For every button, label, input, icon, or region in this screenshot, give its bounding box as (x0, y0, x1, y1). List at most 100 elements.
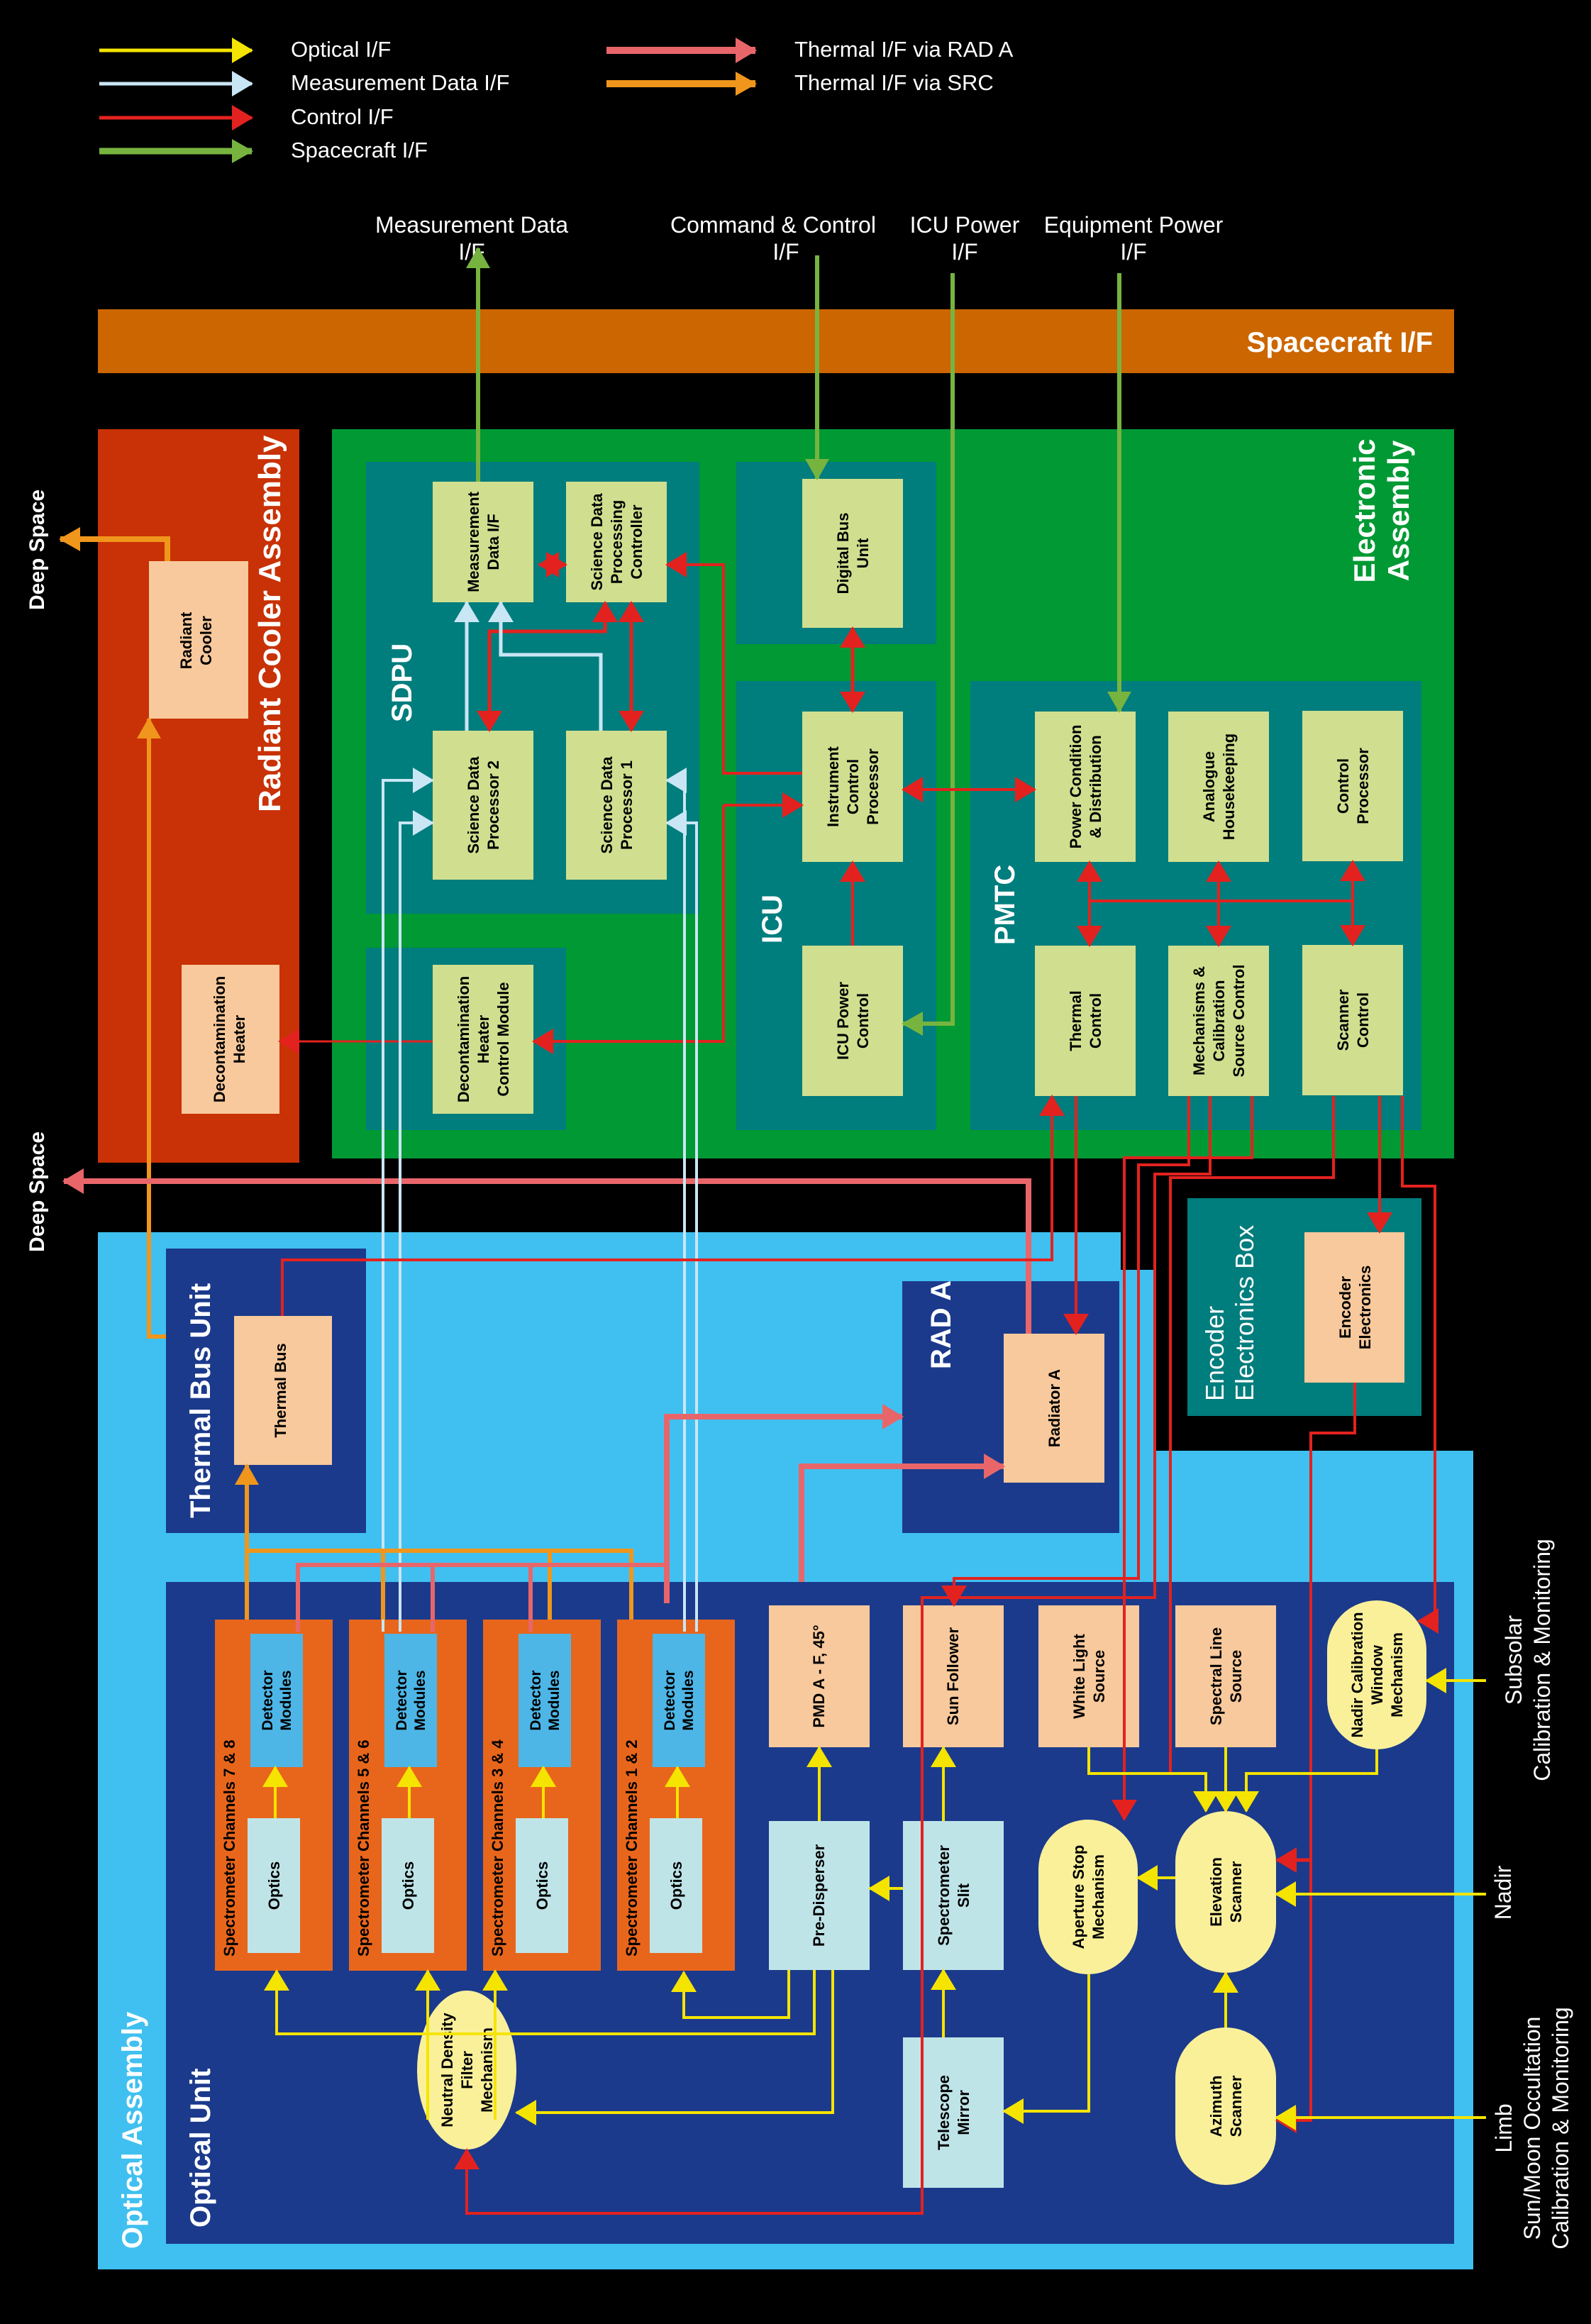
svg-text:EncoderElectronics Box: EncoderElectronics Box (1200, 1225, 1259, 1401)
spacecraft-if-bar: Spacecraft I/F (98, 309, 1454, 373)
optics-box (248, 1818, 300, 1953)
legend-item-thermal-src: Thermal I/F via SRC (606, 70, 994, 96)
external-interface-labels: Measurement Data I/F Command & Control I… (375, 212, 1224, 265)
optics-label: Optics (399, 1861, 417, 1910)
legend-item-optical: Optical I/F (99, 37, 391, 63)
icu-power-if-label: ICU Power (910, 212, 1020, 238)
svg-text:I/F: I/F (951, 239, 977, 265)
radiator-a-box: Radiator A (1046, 1369, 1063, 1448)
sdpu-title: SDPU (387, 643, 418, 722)
optical-assembly-title: Optical Assembly (117, 2011, 148, 2249)
equipment-power-if-label: Equipment Power (1044, 212, 1224, 238)
channel-title: Spectrometer Channels 5 & 6 (355, 1739, 372, 1957)
pmd-box: PMD A - F, 45° (769, 1605, 870, 1747)
power-condition-box: Power Condition& Distribution (1067, 725, 1104, 849)
pmtc-title: PMTC (989, 865, 1021, 945)
nadir-view-label: Nadir (1490, 1865, 1516, 1920)
optics-box (516, 1818, 568, 1953)
svg-text:Pre-Disperser: Pre-Disperser (810, 1844, 828, 1947)
channel-title: Spectrometer Channels 7 & 8 (221, 1739, 238, 1957)
svg-text:Thermal Bus Unit: Thermal Bus Unit (185, 1283, 216, 1518)
legend-item-spacecraft: Spacecraft I/F (99, 138, 428, 163)
icu-title: ICU (757, 895, 788, 944)
pmtc-panel: PMTC Power Condition& Distribution Analo… (970, 681, 1421, 1130)
legend-label: Thermal I/F via RAD A (794, 37, 1014, 62)
svg-text:I/F: I/F (458, 239, 484, 265)
sun-follower-box: Sun Follower (903, 1605, 1004, 1747)
legend-item-measurement-data: Measurement Data I/F (99, 70, 509, 96)
svg-text:PMD A - F, 45°: PMD A - F, 45° (810, 1625, 828, 1727)
legend-label: Measurement Data I/F (291, 70, 509, 95)
measurement-data-if-label: Measurement Data (375, 212, 568, 238)
detector-modules-box (250, 1634, 303, 1767)
deep-space-label-2: Deep Space (26, 1131, 49, 1252)
legend-label: Control I/F (291, 104, 394, 129)
radiant-cooler-assembly-title: Radiant Cooler Assembly (253, 435, 287, 812)
optical-unit-title: Optical Unit (185, 2069, 216, 2228)
svg-text:ElectronicAssembly: ElectronicAssembly (1348, 438, 1415, 582)
legend: Optical I/F Measurement Data I/F Control… (99, 37, 1014, 163)
legend-label: Optical I/F (291, 37, 391, 62)
optics-label: Optics (533, 1861, 551, 1910)
thermal-bus-unit: Thermal Bus Unit Thermal Bus (166, 1249, 366, 1533)
channel-title: Spectrometer Channels 1 & 2 (623, 1739, 641, 1957)
svg-text:I/F: I/F (1120, 239, 1146, 265)
legend-label: Thermal I/F via SRC (794, 70, 994, 95)
optics-label: Optics (265, 1861, 283, 1910)
optics-box (382, 1818, 434, 1953)
legend-item-control: Control I/F (99, 104, 394, 131)
legend-label: Spacecraft I/F (291, 138, 428, 162)
svg-text:Sun Follower: Sun Follower (944, 1627, 962, 1726)
